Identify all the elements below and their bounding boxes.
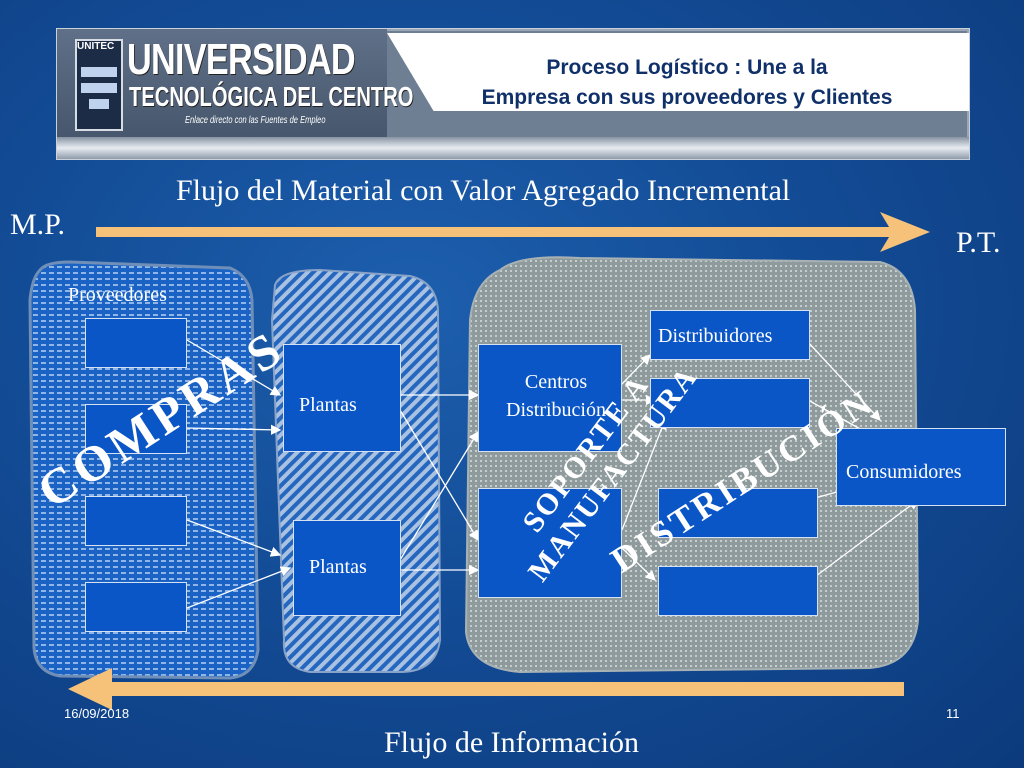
distribution-center-box-1 xyxy=(478,344,622,452)
consumers-box xyxy=(836,428,1006,506)
logo-subname: TECNOLÓGICA DEL CENTRO xyxy=(129,81,414,112)
title-panel xyxy=(387,33,969,111)
slide-title-line-2: Empresa con sus proveedores y Clientes xyxy=(481,86,893,109)
slide-date: 16/09/2018 xyxy=(64,706,130,721)
logo-name: UNIVERSIDAD xyxy=(127,35,356,84)
plant-box-1 xyxy=(283,344,401,452)
logo-shield-icon xyxy=(75,39,123,131)
material-flow-title: Flujo del Material con Valor Agregado In… xyxy=(176,174,791,207)
distributor-box-3 xyxy=(658,488,818,538)
slide-title: Proceso Logístico : Une a la Empresa con… xyxy=(417,53,957,113)
distributor-box-1 xyxy=(650,310,810,360)
plant-label-2: Plantas xyxy=(309,556,367,578)
logo-tagline: Enlace directo con las Fuentes de Empleo xyxy=(185,115,326,126)
finished-product-label: P.T. xyxy=(956,226,1001,259)
information-flow-arrowhead-icon xyxy=(68,668,112,710)
distributors-label: Distribuidores xyxy=(658,325,773,347)
raw-material-label: M.P. xyxy=(10,208,66,241)
banner-bottom-strip xyxy=(57,137,969,159)
plant-label-1: Plantas xyxy=(299,394,357,416)
supplier-box-4 xyxy=(85,582,187,632)
slide-title-line-1: Proceso Logístico : Une a la xyxy=(546,56,828,79)
header-banner: UNITEC UNIVERSIDAD TECNOLÓGICA DEL CENTR… xyxy=(56,28,970,160)
consumers-label: Consumidores xyxy=(846,461,962,483)
distribution-centers-label: Centros Distribución xyxy=(506,371,606,421)
material-flow-arrowhead-icon xyxy=(880,212,930,252)
distributor-box-2 xyxy=(650,378,810,428)
supplier-box-3 xyxy=(85,496,187,546)
logo-small-text: UNITEC xyxy=(77,41,115,52)
information-flow-title: Flujo de Información xyxy=(384,726,639,759)
distributor-box-4 xyxy=(658,566,818,616)
university-logo: UNITEC UNIVERSIDAD TECNOLÓGICA DEL CENTR… xyxy=(57,29,413,139)
supplier-box-2 xyxy=(85,404,187,454)
suppliers-label: Proveedores xyxy=(68,284,167,306)
distribution-center-box-2 xyxy=(478,488,622,598)
slide-number: 11 xyxy=(946,706,960,721)
connector-lines xyxy=(186,339,920,609)
supplier-box-1 xyxy=(85,318,187,368)
plant-box-2 xyxy=(293,520,401,616)
